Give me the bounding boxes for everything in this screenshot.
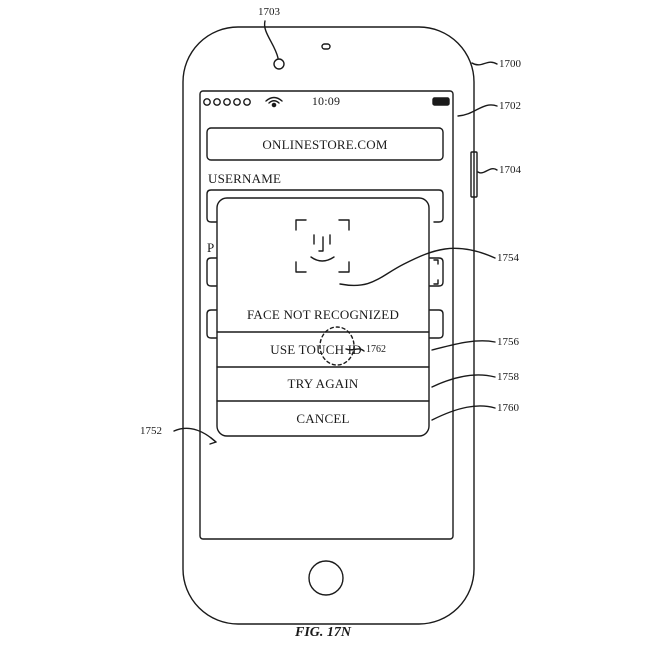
url-field-text: ONLINESTORE.COM [262, 137, 388, 152]
leader-1704 [477, 168, 498, 174]
leader-1752 [173, 427, 217, 443]
ref-1754: 1754 [497, 252, 519, 264]
password-field-icon [433, 259, 439, 285]
earpiece-speaker [321, 43, 331, 50]
ref-1758: 1758 [497, 371, 519, 383]
url-field[interactable] [206, 127, 444, 161]
password-label: P [207, 240, 215, 255]
ref-1760: 1760 [497, 402, 519, 414]
leader-1703 [263, 20, 279, 59]
leader-1762 [345, 348, 365, 352]
face-id-dialog [216, 197, 430, 437]
ref-1702: 1702 [499, 100, 521, 112]
ref-1703: 1703 [258, 6, 280, 18]
leader-1760 [431, 405, 496, 421]
battery-icon [432, 97, 450, 106]
phone-body [182, 26, 475, 625]
home-button[interactable] [308, 560, 344, 596]
username-label: USERNAME [208, 171, 282, 186]
ref-1756: 1756 [497, 336, 519, 348]
leader-1756 [431, 340, 496, 351]
use-touch-id-button[interactable]: USE TOUCH ID [270, 342, 362, 357]
display-screen [199, 90, 454, 540]
signal-dots-icon [203, 98, 251, 106]
leader-1754 [339, 247, 496, 286]
cancel-button[interactable]: CANCEL [296, 411, 350, 426]
leader-1758 [431, 374, 496, 388]
username-field[interactable] [206, 189, 444, 223]
leader-1700 [471, 61, 498, 66]
ref-1762: 1762 [366, 344, 386, 355]
face-id-icon [295, 219, 350, 273]
front-camera [273, 58, 285, 70]
submit-field[interactable] [206, 309, 444, 339]
side-button [470, 151, 478, 198]
ref-1704: 1704 [499, 164, 521, 176]
arrow-1752 [209, 437, 217, 445]
face-not-recognized-message: FACE NOT RECOGNIZED [246, 307, 400, 322]
try-again-button[interactable]: TRY AGAIN [287, 376, 359, 391]
ref-1752: 1752 [140, 425, 162, 437]
wifi-icon [265, 96, 283, 108]
ref-1700: 1700 [499, 58, 521, 70]
password-field[interactable] [206, 257, 444, 287]
leader-1702 [457, 104, 498, 117]
status-time: 10:09 [311, 94, 341, 108]
figure-caption: FIG. 17N [294, 625, 352, 640]
touch-point-indicator [319, 326, 355, 366]
